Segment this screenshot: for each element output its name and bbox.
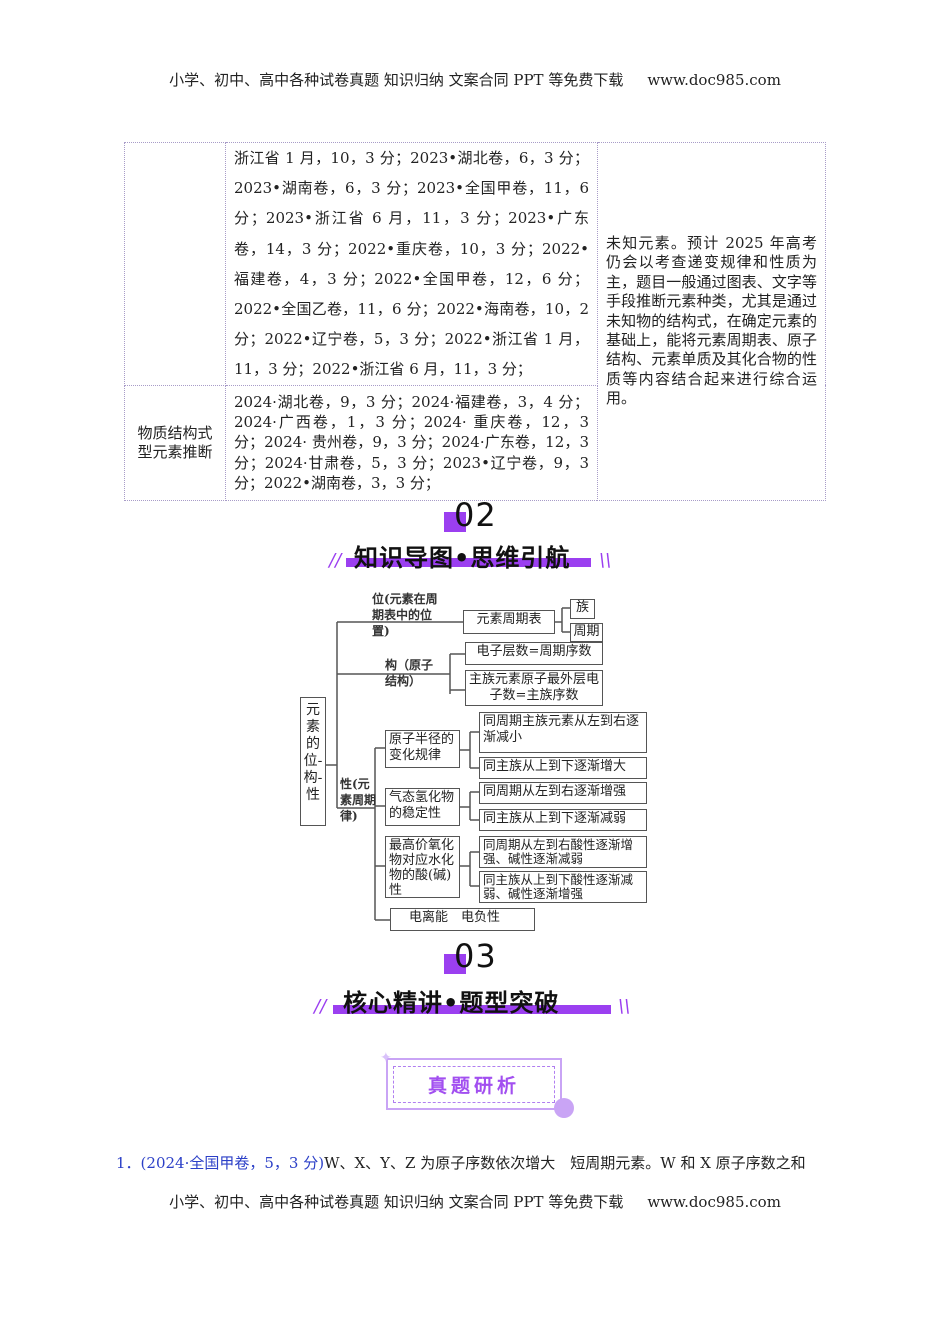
node-oxide: 最高价氧化物对应水化物的酸(碱)性 xyxy=(385,836,460,898)
branch-label-structure: 构（原子结构） xyxy=(385,658,434,688)
real-exam-badge: 真题研析 xyxy=(386,1058,562,1110)
accent-bar xyxy=(346,558,591,567)
branch-label-position: 位(元素在周期表中的位置) xyxy=(372,592,438,638)
sources-cell: 浙江省 1 月，10，3 分；2023•湖北卷，6，3 分；2023•湖南卷，6… xyxy=(225,142,598,386)
node-periodic-table: 元素周期表 xyxy=(463,610,555,634)
question-number: 1． xyxy=(116,1154,141,1172)
accent-square xyxy=(444,954,466,974)
accent-bar xyxy=(333,1005,611,1014)
slash-decoration: \\ xyxy=(618,996,631,1017)
node-radius-group: 同主族从上到下逐渐增大 xyxy=(479,757,647,779)
footer-url[interactable]: www.doc985.com xyxy=(647,1193,781,1211)
badge-label: 真题研析 xyxy=(393,1066,555,1103)
section-title: 核心精讲•题型突破 xyxy=(343,989,560,1017)
planet-icon xyxy=(554,1098,574,1118)
topic-cell xyxy=(124,142,226,386)
question-text: W、X、Y、Z 为原子序数依次增大 短周期元素。W 和 X 原子序数之和 xyxy=(324,1154,806,1172)
section-number: 02 xyxy=(454,496,497,534)
question-source: (2024·全国甲卷，5，3 分) xyxy=(140,1154,325,1172)
node-oxide-period: 同周期从左到右酸性逐渐增强、碱性逐渐减弱 xyxy=(479,836,647,868)
node-group: 族 xyxy=(570,599,595,619)
node-ionization: 电离能 电负性 xyxy=(390,908,535,931)
footer-text: 小学、初中、高中各种试卷真题 知识归纳 文案合同 PPT 等免费下载 xyxy=(169,1193,624,1211)
slash-decoration: // xyxy=(314,996,327,1017)
node-hydride-group: 同主族从上到下逐渐减弱 xyxy=(479,809,647,831)
accent-square xyxy=(444,512,466,532)
root-node: 元素的位-构-性 xyxy=(300,697,326,826)
section-title: 知识导图•思维引航 xyxy=(354,544,571,572)
sources-cell: 2024·湖北卷，9，3 分；2024·福建卷，3，4 分；2024·广西卷，1… xyxy=(225,384,598,501)
node-radius: 原子半径的变化规律 xyxy=(385,730,460,768)
question-1: 1．(2024·全国甲卷，5，3 分)W、X、Y、Z 为原子序数依次增大 短周期… xyxy=(116,1152,806,1173)
page-footer: 小学、初中、高中各种试卷真题 知识归纳 文案合同 PPT 等免费下载 www.do… xyxy=(0,1191,950,1212)
node-hydride: 气态氢化物的稳定性 xyxy=(385,788,460,826)
exam-table: 浙江省 1 月，10，3 分；2023•湖北卷，6，3 分；2023•湖南卷，6… xyxy=(124,142,826,501)
header-text: 小学、初中、高中各种试卷真题 知识归纳 文案合同 PPT 等免费下载 xyxy=(169,71,624,89)
table-row: 浙江省 1 月，10，3 分；2023•湖北卷，6，3 分；2023•湖南卷，6… xyxy=(124,142,826,501)
node-hydride-period: 同周期从左到右逐渐增强 xyxy=(479,782,647,804)
sparkle-icon: ✦ xyxy=(380,1050,392,1066)
node-outer-electrons: 主族元素原子最外层电子数=主族序数 xyxy=(465,670,603,706)
node-shells: 电子层数=周期序数 xyxy=(465,642,603,665)
analysis-cell: 未知元素。预计 2025 年高考仍会以考查递变规律和性质为主，题目一般通过图表、… xyxy=(597,142,826,501)
slash-decoration: // xyxy=(329,550,342,571)
page-header: 小学、初中、高中各种试卷真题 知识归纳 文案合同 PPT 等免费下载 www.do… xyxy=(0,69,950,90)
node-period: 周期 xyxy=(570,623,603,642)
section-number: 03 xyxy=(454,937,497,975)
header-url[interactable]: www.doc985.com xyxy=(647,71,781,89)
node-radius-period: 同周期主族元素从左到右逐渐减小 xyxy=(479,712,647,753)
topic-cell: 物质结构式型元素推断 xyxy=(124,384,226,501)
slash-decoration: \\ xyxy=(599,550,612,571)
table-row: 物质结构式型元素推断 2024·湖北卷，9，3 分；2024·福建卷，3，4 分… xyxy=(124,384,826,501)
branch-label-properties: 性(元素周期律) xyxy=(340,777,377,823)
node-oxide-group: 同主族从上到下酸性逐渐减弱、碱性逐渐增强 xyxy=(479,871,647,903)
